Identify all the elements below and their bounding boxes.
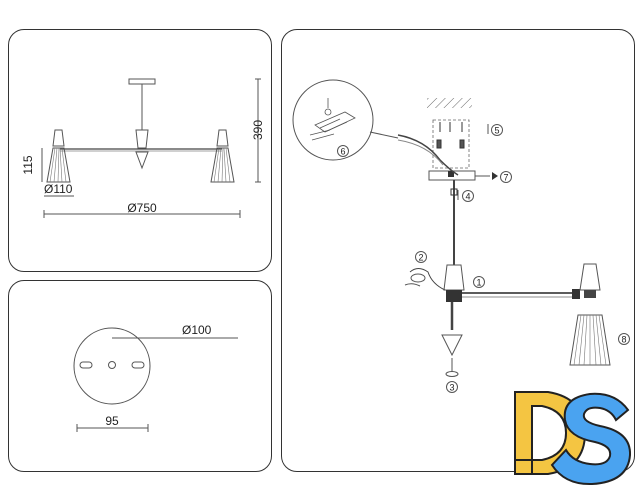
span-label: Ø750 — [127, 201, 157, 215]
dimensions-panel — [8, 29, 272, 272]
step-markers: 1 2 3 4 5 6 7 8 — [337, 124, 630, 393]
assembly-center-body — [443, 264, 465, 291]
terminal-block-detail — [309, 98, 356, 141]
left-shade — [46, 147, 71, 183]
step-marker-7: 7 — [500, 171, 512, 183]
svg-text:2: 2 — [418, 253, 423, 263]
ceiling-hatch — [427, 98, 472, 108]
svg-text:4: 4 — [465, 192, 470, 202]
mounting-area — [432, 119, 470, 169]
canopy-plate-view — [73, 327, 151, 405]
svg-text:6: 6 — [340, 147, 345, 157]
step-marker-5: 5 — [491, 124, 503, 136]
assembly-panel — [281, 29, 635, 472]
power-wires — [397, 134, 459, 176]
canopy-circle — [73, 327, 151, 405]
canopy-diameter-label: Ø100 — [182, 323, 212, 337]
mount-slot-left — [79, 361, 93, 369]
center-hole — [108, 361, 116, 369]
right-shade — [210, 147, 235, 183]
assembly-center-bottom — [441, 334, 463, 357]
mount-slot-right — [131, 361, 145, 369]
center-body-bottom — [135, 151, 149, 170]
step6-detail-circle — [292, 79, 374, 161]
shade-diameter-label: Ø110 — [44, 182, 73, 196]
step2-wire-connection — [409, 268, 446, 291]
step-marker-6: 6 — [337, 145, 349, 157]
svg-text:3: 3 — [449, 383, 454, 393]
logo-letter-s — [550, 392, 632, 486]
step-marker-1: 1 — [473, 276, 485, 288]
step-marker-2: 2 — [415, 251, 427, 263]
screw-arrows — [436, 122, 465, 149]
height-total-label: 390 — [251, 120, 265, 140]
canopy-panel — [8, 280, 272, 472]
ceiling-canopy — [128, 78, 156, 85]
center-body-top — [135, 129, 149, 149]
chandelier-front-view — [46, 78, 235, 183]
svg-text:5: 5 — [494, 126, 499, 136]
svg-text:7: 7 — [503, 173, 508, 183]
svg-text:1: 1 — [476, 278, 481, 288]
right-socket — [216, 129, 229, 147]
mount-spacing-label: 95 — [105, 414, 119, 428]
ds-logo — [514, 391, 632, 486]
step-marker-8: 8 — [618, 333, 630, 345]
step-marker-4: 4 — [462, 190, 474, 202]
step-marker-3: 3 — [446, 381, 458, 393]
svg-text:8: 8 — [621, 335, 626, 345]
assembly-right-shade — [569, 314, 611, 366]
left-socket — [52, 129, 65, 147]
assembly-socket — [579, 263, 601, 291]
shade-height-label: 115 — [21, 155, 35, 174]
